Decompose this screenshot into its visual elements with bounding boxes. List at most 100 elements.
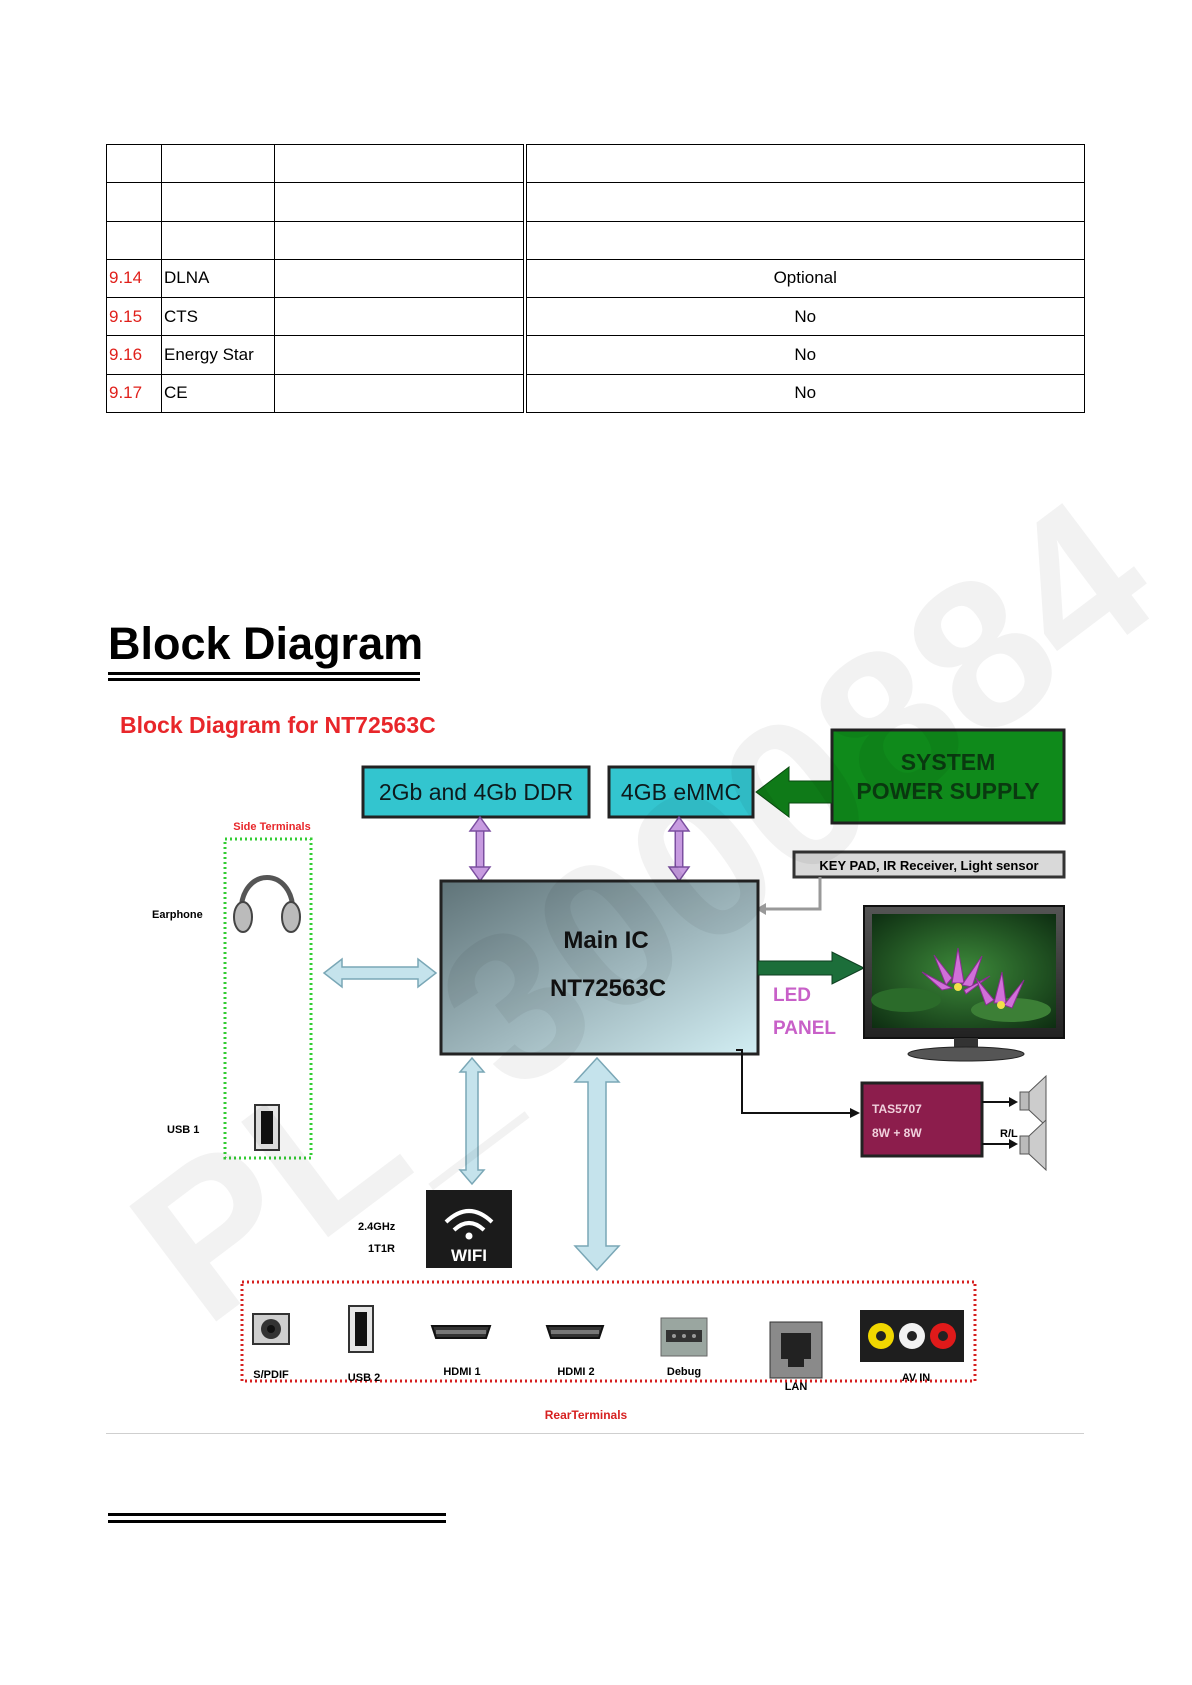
power-supply-box: SYSTEM POWER SUPPLY <box>832 730 1064 823</box>
row-number: 9.16 <box>107 336 162 374</box>
row-name: CE <box>162 374 275 412</box>
rear-port-label: Debug <box>667 1366 701 1378</box>
ddr-box: 2Gb and 4Gb DDR <box>363 767 589 817</box>
speaker-icon <box>1020 1120 1046 1170</box>
block-diagram: Block Diagram for NT72563C 2Gb and 4Gb D… <box>106 700 1086 1430</box>
keypad-connector <box>762 877 820 909</box>
power-arrow <box>756 767 832 817</box>
rl-label: R/L <box>1000 1128 1018 1140</box>
heading-underline <box>108 678 420 681</box>
power-label-line2: POWER SUPPLY <box>856 778 1039 804</box>
rear-port-label: HDMI 1 <box>443 1366 480 1378</box>
row-value: No <box>525 336 1085 374</box>
amp-label-line1: TAS5707 <box>872 1102 922 1116</box>
amp-speaker-arrowhead <box>1009 1139 1018 1149</box>
keypad-label: KEY PAD, IR Receiver, Light sensor <box>819 858 1038 873</box>
rear-port-label: S/PDIF <box>253 1369 289 1381</box>
section-rule <box>108 1520 446 1523</box>
heading-underline <box>108 672 420 675</box>
wifi-mode-label: 1T1R <box>368 1243 395 1255</box>
emmc-box: 4GB eMMC <box>609 767 753 817</box>
row-name: Energy Star <box>162 336 275 374</box>
row-number: 9.14 <box>107 259 162 297</box>
ic-rear-arrow <box>575 1058 619 1270</box>
rear-port-label: LAN <box>785 1381 808 1393</box>
rear-terminals-label: RearTerminals <box>545 1408 628 1422</box>
spdif-port-icon <box>253 1314 289 1344</box>
ic-led-arrow <box>758 952 864 984</box>
usb-port-icon <box>349 1306 373 1352</box>
rear-port-label: AV IN <box>902 1372 931 1384</box>
earphone-label: Earphone <box>152 909 203 921</box>
row-value: Optional <box>525 259 1085 297</box>
ic-amp-connector <box>736 1050 852 1113</box>
hdmi-port-icon <box>432 1326 490 1338</box>
row-number: 9.17 <box>107 374 162 412</box>
row-number <box>107 183 162 221</box>
led-panel-image <box>864 906 1064 1061</box>
amp-speaker-arrowhead <box>1009 1097 1018 1107</box>
main-ic-label-line1: Main IC <box>563 927 648 954</box>
keypad-box: KEY PAD, IR Receiver, Light sensor <box>794 852 1064 877</box>
table-row: 9.17 CE No <box>107 374 1085 412</box>
row-detail <box>275 259 525 297</box>
main-ic-box: Main IC NT72563C <box>441 881 758 1054</box>
table-row <box>107 145 1085 183</box>
ddr-ic-arrow <box>470 817 490 881</box>
side-terminals-label: Side Terminals <box>233 821 310 833</box>
amp-label-line2: 8W + 8W <box>872 1126 922 1140</box>
row-number <box>107 221 162 259</box>
rear-port-label: HDMI 2 <box>557 1366 594 1378</box>
usb1-label: USB 1 <box>167 1124 199 1136</box>
table-row: 9.15 CTS No <box>107 298 1085 336</box>
row-name <box>162 183 275 221</box>
emmc-ic-arrow <box>669 817 689 881</box>
hdmi-port-icon <box>547 1326 603 1338</box>
headphone-icon <box>234 878 300 933</box>
usb-port-icon <box>255 1105 279 1150</box>
row-value <box>525 183 1085 221</box>
page-separator <box>106 1433 1084 1434</box>
row-value: No <box>525 374 1085 412</box>
ddr-label: 2Gb and 4Gb DDR <box>379 779 573 805</box>
amplifier-box: TAS5707 8W + 8W <box>862 1083 982 1156</box>
row-value: No <box>525 298 1085 336</box>
wifi-label: WIFI <box>451 1246 487 1265</box>
row-detail <box>275 298 525 336</box>
av-in-port-icon <box>860 1310 964 1362</box>
row-value <box>525 221 1085 259</box>
main-ic-label-line2: NT72563C <box>550 975 666 1002</box>
led-label-line2: PANEL <box>773 1018 836 1039</box>
row-number <box>107 145 162 183</box>
row-detail <box>275 336 525 374</box>
row-number: 9.15 <box>107 298 162 336</box>
speaker-icon <box>1020 1076 1046 1126</box>
row-detail <box>275 221 525 259</box>
row-value <box>525 145 1085 183</box>
row-name <box>162 221 275 259</box>
table-row: 9.16 Energy Star No <box>107 336 1085 374</box>
row-detail <box>275 183 525 221</box>
diagram-title: Block Diagram for NT72563C <box>120 712 436 738</box>
debug-port-icon <box>661 1318 707 1356</box>
table-row: 9.14 DLNA Optional <box>107 259 1085 297</box>
wifi-badge: WIFI <box>426 1190 512 1268</box>
row-detail <box>275 145 525 183</box>
row-name: DLNA <box>162 259 275 297</box>
ic-amp-arrowhead <box>850 1108 860 1118</box>
table-row <box>107 183 1085 221</box>
row-name <box>162 145 275 183</box>
ic-wifi-arrow <box>460 1058 484 1184</box>
row-detail <box>275 374 525 412</box>
side-ic-arrow <box>324 959 436 987</box>
led-label-line1: LED <box>773 985 811 1006</box>
table-row <box>107 221 1085 259</box>
power-label-line1: SYSTEM <box>901 749 996 775</box>
spec-table: 9.14 DLNA Optional 9.15 CTS No 9.16 Ener… <box>106 144 1085 413</box>
row-name: CTS <box>162 298 275 336</box>
section-rule <box>108 1513 446 1516</box>
lan-port-icon <box>770 1322 822 1378</box>
emmc-label: 4GB eMMC <box>621 779 741 805</box>
rear-port-label: USB 2 <box>348 1372 380 1384</box>
wifi-band-label: 2.4GHz <box>358 1221 396 1233</box>
